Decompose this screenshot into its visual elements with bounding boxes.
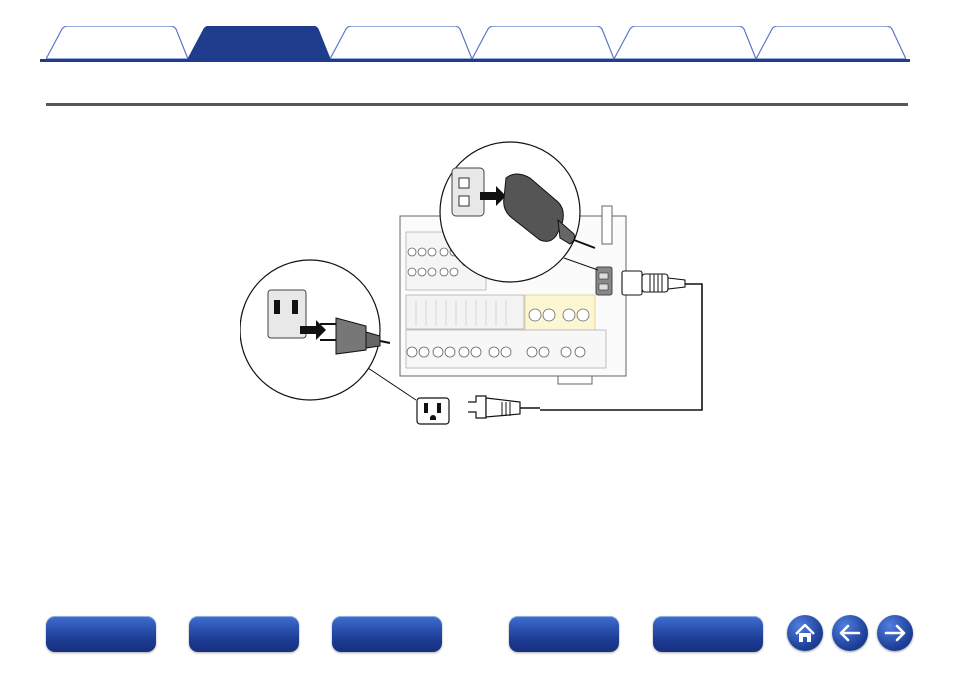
footer-button-1[interactable] (46, 616, 156, 652)
footer-button-2[interactable] (189, 616, 299, 652)
footer-button-3[interactable] (332, 616, 442, 652)
wall-outlet-plug (416, 395, 540, 425)
outlet-detail-callout (239, 259, 417, 401)
power-cord-connection-illustration (239, 140, 730, 430)
forward-button[interactable] (877, 615, 913, 651)
tab-2[interactable] (188, 26, 330, 59)
footer-button-4[interactable] (509, 616, 619, 652)
tab-6[interactable] (756, 26, 906, 59)
section-divider (46, 103, 908, 106)
home-button[interactable] (787, 615, 823, 651)
ac-inlet-cord (540, 270, 703, 411)
arrow-right-icon (884, 624, 906, 642)
tab-5[interactable] (614, 26, 756, 59)
inlet-detail-callout (439, 141, 599, 283)
arrow-left-icon (839, 624, 861, 642)
tab-4[interactable] (472, 26, 614, 59)
home-icon (795, 623, 815, 642)
back-button[interactable] (832, 615, 868, 651)
tab-1[interactable] (46, 26, 188, 59)
tab-underline (40, 59, 910, 62)
footer-button-5[interactable] (653, 616, 763, 652)
tab-bar (40, 26, 910, 62)
tab-3[interactable] (330, 26, 472, 59)
